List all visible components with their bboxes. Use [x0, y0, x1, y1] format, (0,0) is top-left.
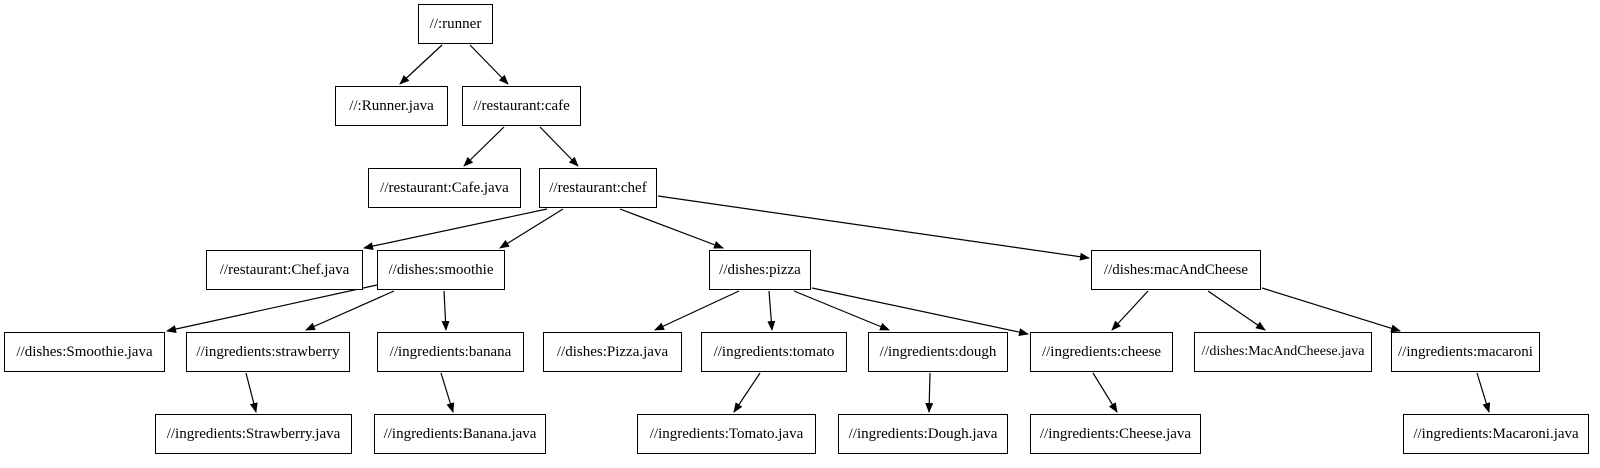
graph-node-dough_java[interactable]: //ingredients:Dough.java — [838, 414, 1008, 454]
graph-node-label: //restaurant:Chef.java — [219, 261, 350, 278]
graph-node-restaurant_chef[interactable]: //restaurant:chef — [539, 168, 657, 208]
graph-node-label: //ingredients:banana — [389, 343, 512, 360]
graph-node-label: //ingredients:tomato — [713, 343, 835, 360]
graph-node-label: //ingredients:Banana.java — [383, 425, 537, 442]
graph-node-label: //:runner — [429, 15, 482, 32]
graph-edge-restaurant_chef-to-dishes_pizza — [619, 208, 724, 249]
graph-node-ing_tomato[interactable]: //ingredients:tomato — [701, 332, 847, 372]
graph-edge-ing_macaroni-to-macaroni_java — [1476, 372, 1491, 413]
graph-edge-dishes_mac-to-ing_cheese — [1111, 290, 1149, 331]
graph-node-tomato_java[interactable]: //ingredients:Tomato.java — [637, 414, 816, 454]
graph-node-restaurant_cafe[interactable]: //restaurant:cafe — [462, 86, 581, 126]
graph-edge-dishes_pizza-to-ing_dough — [793, 290, 890, 331]
graph-node-label: //restaurant:chef — [549, 179, 647, 196]
graph-node-label: //restaurant:Cafe.java — [380, 179, 509, 196]
graph-node-cafe_java[interactable]: //restaurant:Cafe.java — [368, 168, 521, 208]
graph-edge-dishes_pizza-to-pizza_java — [654, 290, 740, 331]
graph-edge-restaurant_chef-to-chef_java — [363, 208, 548, 251]
graph-edge-dishes_mac-to-ing_macaroni — [1261, 287, 1401, 333]
graph-edge-dishes_smoothie-to-ing_banana — [441, 290, 450, 331]
graph-node-label: //ingredients:Dough.java — [848, 425, 998, 442]
graph-node-smoothie_java[interactable]: //dishes:Smoothie.java — [4, 332, 165, 372]
graph-edge-restaurant_cafe-to-restaurant_chef — [539, 126, 579, 167]
graph-edge-runner-to-restaurant_cafe — [469, 44, 509, 85]
graph-node-dishes_pizza[interactable]: //dishes:pizza — [709, 250, 811, 290]
graph-node-dishes_mac[interactable]: //dishes:macAndCheese — [1091, 250, 1261, 290]
graph-node-label: //ingredients:dough — [879, 343, 997, 360]
graph-edge-restaurant_chef-to-dishes_mac — [657, 195, 1090, 261]
graph-node-mac_java[interactable]: //dishes:MacAndCheese.java — [1194, 332, 1372, 372]
graph-edge-ing_cheese-to-cheese_java — [1092, 372, 1118, 413]
graph-node-label: //ingredients:macaroni — [1398, 343, 1533, 360]
graph-node-macaroni_java[interactable]: //ingredients:Macaroni.java — [1403, 414, 1589, 454]
graph-node-runner[interactable]: //:runner — [418, 4, 493, 44]
graph-node-label: //ingredients:Macaroni.java — [1413, 425, 1579, 442]
graph-node-label: //ingredients:Strawberry.java — [166, 425, 341, 442]
graph-node-label: //:Runner.java — [349, 97, 434, 114]
graph-node-label: //dishes:Pizza.java — [556, 343, 669, 360]
graph-node-ing_dough[interactable]: //ingredients:dough — [868, 332, 1008, 372]
graph-node-cheese_java[interactable]: //ingredients:Cheese.java — [1030, 414, 1201, 454]
graph-node-ing_banana[interactable]: //ingredients:banana — [377, 332, 524, 372]
graph-node-label: //ingredients:Tomato.java — [649, 425, 804, 442]
graph-edge-dishes_smoothie-to-smoothie_java — [166, 284, 378, 333]
graph-edge-dishes_pizza-to-ing_tomato — [767, 290, 776, 331]
graph-edge-dishes_mac-to-mac_java — [1207, 290, 1266, 331]
graph-node-ing_macaroni[interactable]: //ingredients:macaroni — [1391, 332, 1540, 372]
graph-edge-runner-to-runner_java — [399, 44, 443, 85]
graph-edge-ing_strawberry-to-strawberry_java — [245, 372, 258, 413]
graph-node-label: //dishes:macAndCheese — [1103, 261, 1249, 278]
graph-edge-ing_tomato-to-tomato_java — [733, 372, 761, 413]
graph-edge-ing_dough-to-dough_java — [925, 372, 934, 413]
graph-edge-restaurant_cafe-to-cafe_java — [463, 126, 505, 167]
graph-node-label: //dishes:pizza — [719, 261, 801, 278]
graph-node-dishes_smoothie[interactable]: //dishes:smoothie — [377, 250, 505, 290]
graph-node-label: //restaurant:cafe — [473, 97, 570, 114]
graph-node-ing_strawberry[interactable]: //ingredients:strawberry — [186, 332, 350, 372]
graph-node-label: //dishes:MacAndCheese.java — [1201, 344, 1365, 359]
graph-node-chef_java[interactable]: //restaurant:Chef.java — [206, 250, 363, 290]
graph-edge-ing_banana-to-banana_java — [440, 372, 455, 413]
graph-node-ing_cheese[interactable]: //ingredients:cheese — [1030, 332, 1173, 372]
graph-edge-restaurant_chef-to-dishes_smoothie — [499, 208, 564, 249]
graph-edge-dishes_pizza-to-ing_cheese — [811, 287, 1029, 337]
graph-node-label: //dishes:Smoothie.java — [16, 343, 153, 360]
graph-node-runner_java[interactable]: //:Runner.java — [335, 86, 448, 126]
graph-node-banana_java[interactable]: //ingredients:Banana.java — [374, 414, 546, 454]
graph-node-strawberry_java[interactable]: //ingredients:Strawberry.java — [155, 414, 352, 454]
graph-node-label: //ingredients:Cheese.java — [1039, 425, 1192, 442]
graph-node-label: //ingredients:strawberry — [196, 343, 340, 360]
graph-edge-dishes_smoothie-to-ing_strawberry — [305, 290, 395, 331]
graph-node-pizza_java[interactable]: //dishes:Pizza.java — [543, 332, 682, 372]
graph-node-label: //ingredients:cheese — [1041, 343, 1162, 360]
graph-node-label: //dishes:smoothie — [388, 261, 494, 278]
